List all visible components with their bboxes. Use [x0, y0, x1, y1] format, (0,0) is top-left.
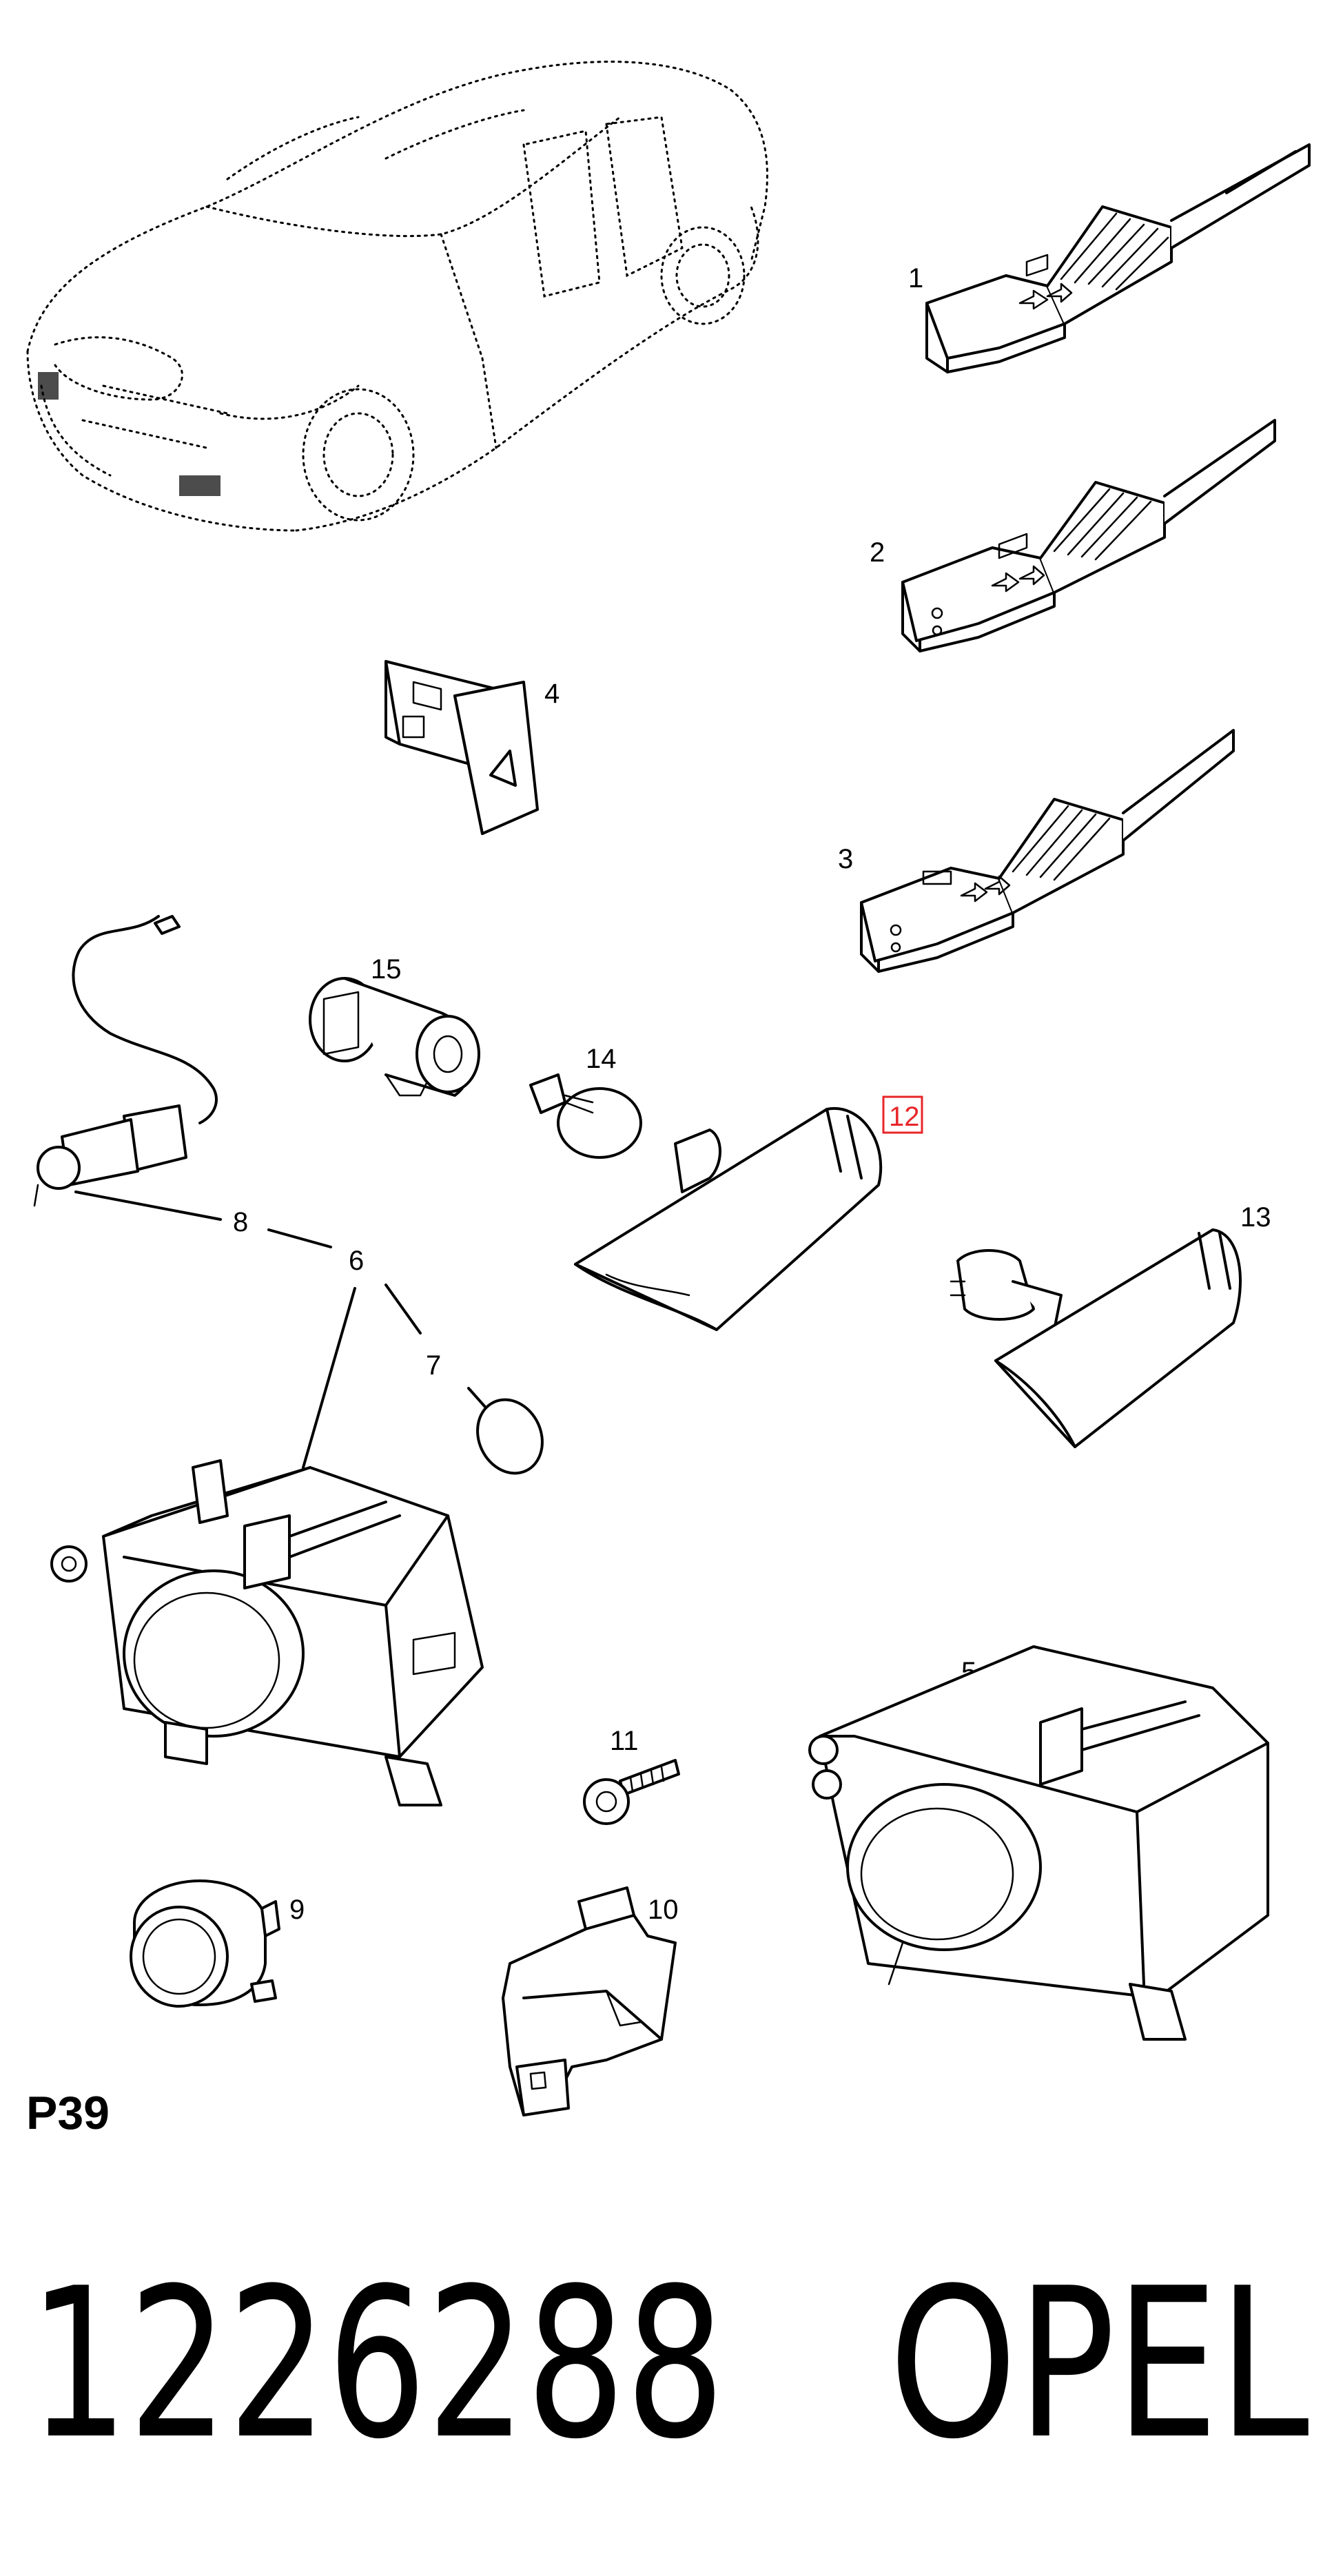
- turn-signal-switch-2: [901, 419, 1276, 652]
- screw-11: [583, 1759, 680, 1825]
- callout-8: 8: [233, 1207, 248, 1237]
- leader-6-to-lamp: [302, 1287, 356, 1469]
- callout-3: 3: [838, 844, 853, 874]
- turn-signal-switch-1: [925, 143, 1311, 373]
- callout-15: 15: [371, 954, 402, 985]
- callout-4: 4: [544, 679, 560, 709]
- callout-13: 13: [1240, 1202, 1271, 1233]
- page-code: P39: [26, 2087, 110, 2139]
- callout-1: 1: [908, 263, 923, 293]
- side-marker-13: [950, 1228, 1242, 1448]
- fog-lamp-assembly-6: [50, 1459, 484, 1806]
- side-marker-12: [574, 1106, 883, 1331]
- fog-lamp-assembly-5: [808, 1645, 1269, 2041]
- wedge-bulb-14: [529, 1073, 642, 1159]
- leader-6-to-7: [384, 1284, 422, 1335]
- callout-2: 2: [870, 537, 885, 568]
- callout-12: 12: [889, 1102, 920, 1132]
- callout-10: 10: [648, 1895, 679, 1925]
- callout-7: 7: [426, 1350, 441, 1381]
- callout-9: 9: [289, 1895, 305, 1925]
- leader-8-to-6: [267, 1228, 332, 1248]
- round-fog-lamp-9: [130, 1879, 280, 2008]
- hazard-switch-4: [384, 660, 539, 835]
- callout-6: 6: [349, 1246, 364, 1276]
- callout-11: 11: [610, 1726, 639, 1756]
- brand-name: OPEL: [889, 2244, 1310, 2484]
- vehicle-outline-illustration: [26, 61, 768, 532]
- wiper-switch-3: [860, 729, 1235, 973]
- part-number: 1226288: [29, 2244, 725, 2484]
- bulb-holder-15: [309, 977, 480, 1097]
- highlight-box-12: [882, 1095, 923, 1134]
- bulb-7: [467, 1387, 544, 1475]
- halogen-bulb-8: [33, 915, 222, 1221]
- callout-14: 14: [586, 1044, 617, 1074]
- mounting-bracket-10: [502, 1886, 677, 2116]
